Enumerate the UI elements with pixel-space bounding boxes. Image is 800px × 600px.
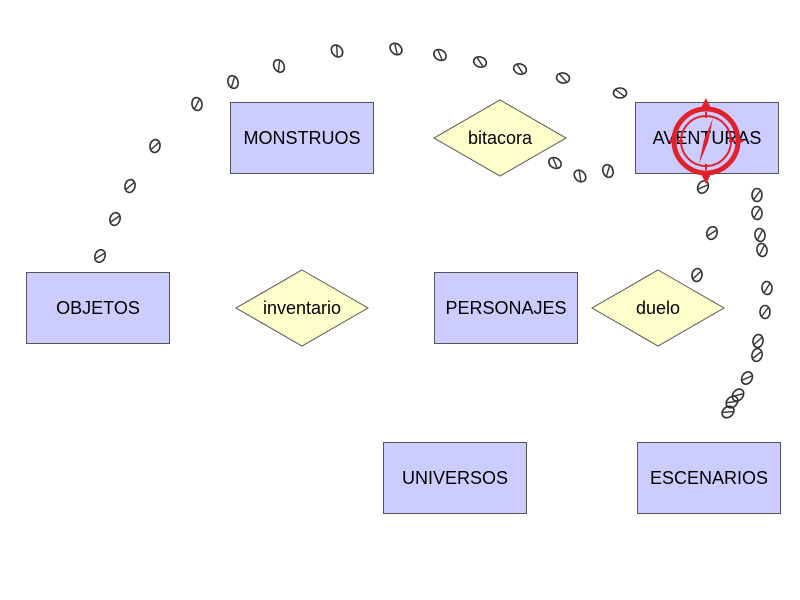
footprint-icon — [759, 304, 771, 320]
footprint-icon — [706, 225, 718, 241]
footprint-icon — [389, 42, 403, 56]
footprint-icon — [756, 242, 768, 258]
compass-icon — [668, 98, 744, 184]
entity-personajes[interactable]: PERSONAJES — [434, 272, 578, 344]
relation-label: inventario — [262, 297, 342, 318]
footprint-icon — [191, 96, 203, 112]
footprint-icon — [149, 138, 161, 154]
relation-label: duelo — [635, 297, 681, 318]
relation-duelo[interactable]: duelo — [591, 269, 725, 347]
footprint-icon — [93, 248, 107, 264]
footprint-icon — [330, 44, 344, 58]
footprint-icon — [227, 74, 239, 90]
footprint-icon — [555, 72, 571, 84]
footprint-icon — [725, 395, 739, 409]
footprint-icon — [731, 388, 745, 402]
diamond-shape — [433, 99, 567, 177]
footprint-icon — [472, 56, 488, 68]
diamond-shape — [591, 269, 725, 347]
footprint-icon — [721, 405, 735, 419]
relation-label: bitacora — [467, 127, 533, 148]
footprint-icon — [612, 87, 628, 99]
footprint-icon — [751, 187, 763, 203]
footprint-icon — [761, 280, 773, 296]
entity-escenarios[interactable]: ESCENARIOS — [637, 442, 781, 514]
footprint-icon — [602, 163, 614, 179]
entity-monstruos[interactable]: MONSTRUOS — [230, 102, 374, 174]
relation-bitacora[interactable]: bitacora — [433, 99, 567, 177]
footprint-icon — [272, 59, 286, 73]
footprint-icon — [754, 227, 766, 243]
footprint-icon — [752, 333, 764, 349]
entity-universos[interactable]: UNIVERSOS — [383, 442, 527, 514]
footprint-icon — [740, 371, 754, 385]
footprint-icon — [433, 48, 447, 62]
footprint-icon — [573, 169, 587, 183]
diamond-shape — [235, 269, 369, 347]
footprint-icon — [512, 63, 528, 75]
footprint-icon — [751, 347, 763, 363]
relation-inventario[interactable]: inventario — [235, 269, 369, 347]
footprint-icon — [751, 205, 763, 221]
entity-objetos[interactable]: OBJETOS — [26, 272, 170, 344]
footprint-icon — [109, 211, 121, 227]
footprint-icon — [124, 178, 136, 194]
